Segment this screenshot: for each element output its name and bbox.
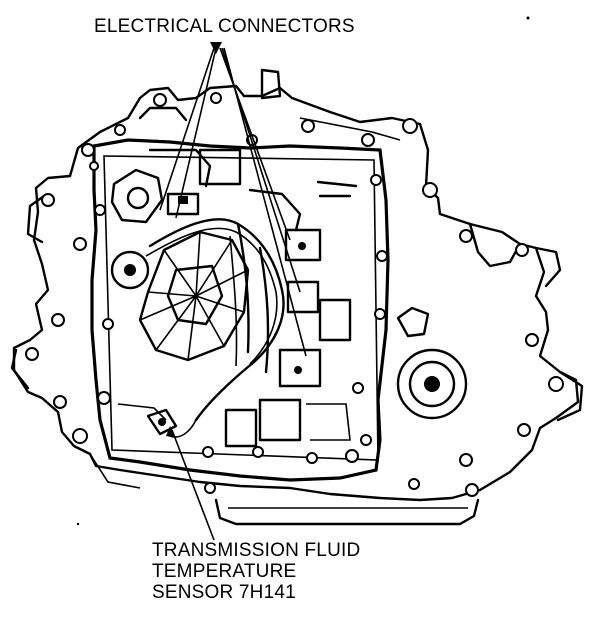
left-accumulator: [110, 168, 164, 290]
valve-body-separator-plate: [138, 230, 250, 362]
electrical-connectors-leaders: [159, 42, 307, 357]
wiring-harness: [117, 218, 285, 438]
output-shaft-hub: [396, 306, 468, 420]
fluid-temperature-sensor: [146, 408, 178, 436]
transmission-case: [10, 84, 584, 502]
sensor-label: TRANSMISSION FLUID TEMPERATURE SENSOR 7H…: [152, 541, 360, 604]
upper-connector-housing: [148, 68, 282, 216]
sensor-label-line-2: TEMPERATURE: [152, 561, 297, 582]
sensor-label-line-1: TRANSMISSION FLUID: [152, 540, 361, 561]
perimeter-bolts: [25, 92, 564, 497]
solenoid-block: [224, 180, 358, 448]
electrical-connectors-label: ELECTRICAL CONNECTORS: [94, 16, 355, 37]
valve-body-gasket-outline: [90, 138, 390, 482]
sensor-label-line-3: SENSOR 7H141: [152, 582, 296, 603]
sensor-leader: [166, 426, 215, 541]
oil-pan-flange: [214, 498, 480, 526]
